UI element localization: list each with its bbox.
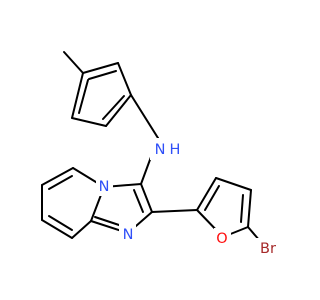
amine-h-label: H: [170, 142, 181, 158]
bond-tolyl-3: [105, 94, 132, 127]
bond-c2-furan: [151, 209, 198, 213]
atom-labels: N H N N O Br: [96, 138, 281, 260]
bond-furan-2: [215, 177, 252, 191]
bond-c5-c6: [41, 167, 74, 186]
bond-furan-1: [196, 177, 217, 211]
amine-n-label: N: [155, 142, 166, 158]
bond-tolyl-nh: [130, 94, 159, 139]
bond-furan-3: [247, 189, 252, 228]
bond-methyl: [63, 51, 84, 74]
bond-furan-1-inner: [204, 185, 220, 211]
imidazopyridine-core: [41, 167, 153, 239]
bond-c5-c6-inner: [48, 175, 73, 190]
furan-ring: [151, 177, 267, 249]
bond-tolyl-5-inner: [78, 79, 89, 114]
bond-tolyl-1-inner: [88, 70, 117, 80]
bridgehead-n-label: N: [99, 179, 110, 195]
bond-furan-3-inner: [240, 194, 244, 223]
bond-c8-c8a: [71, 220, 92, 239]
bond-c3-c2: [140, 183, 153, 213]
furan-o-label: O: [216, 231, 227, 247]
bond-tolyl-3-inner: [102, 95, 125, 120]
bond-c3-c2-inner: [133, 189, 144, 213]
bond-tolyl-2: [117, 62, 132, 96]
bond-c7-c8-inner: [48, 215, 73, 231]
bond-c7-c8: [41, 219, 73, 239]
bond-nimid-c8a-inner: [94, 216, 123, 227]
molecule-diagram: N H N N O Br: [41, 51, 281, 260]
bromine-label: Br: [260, 241, 276, 257]
tolyl-ring: [63, 51, 132, 127]
bond-tolyl-1: [82, 62, 119, 74]
imidazole-n-label: N: [123, 227, 134, 243]
bond-tolyl-5: [71, 72, 84, 119]
bond-tolyl-4: [71, 117, 107, 127]
